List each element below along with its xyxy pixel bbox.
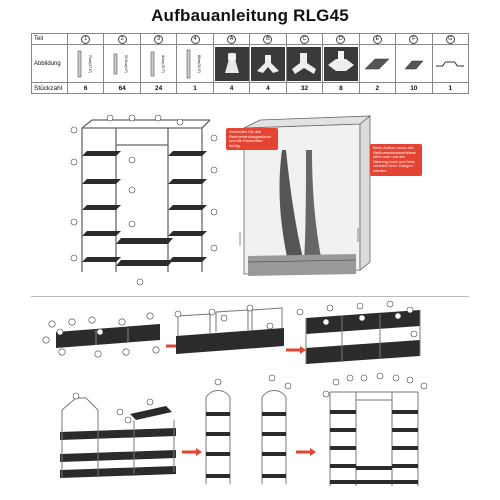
hook-strap-icon (436, 61, 465, 66)
section-divider (31, 296, 469, 297)
part-id: A (227, 34, 237, 44)
wardrobe-cover-diagram (239, 115, 372, 276)
assembly-steps (42, 300, 428, 486)
part-count: 64 (103, 82, 141, 94)
parts-table: Teil 1 2 3 4 A B C D E F G Abbildung 70c… (31, 33, 470, 94)
tube-dimension: 70cm(27.6") (88, 54, 92, 72)
part-id: B (263, 34, 273, 44)
tube-dimension: 85cm(33.5") (197, 54, 201, 72)
part-id: 4 (190, 34, 200, 44)
part-id: C (299, 34, 309, 44)
part-id: D (336, 34, 346, 44)
row-label-count: Stückzahl (31, 82, 68, 94)
small-shelf-board-icon (404, 60, 424, 69)
long-tube-icon: 70cm(27.6") (77, 50, 92, 77)
hanging-rod-icon: 85cm(33.5") (186, 49, 201, 78)
row-label-image: Abbildung (31, 44, 68, 83)
part-id: 1 (81, 34, 91, 44)
part-count: 10 (395, 82, 433, 94)
part-count: 32 (285, 82, 324, 94)
connector-c-icon (287, 46, 322, 81)
connector-b-icon (250, 46, 285, 81)
part-id: 2 (117, 34, 127, 44)
part-id: 3 (154, 34, 164, 44)
part-count: 1 (431, 82, 470, 94)
connector-d-icon (323, 46, 358, 81)
part-id: E (372, 34, 382, 44)
cover-instruction-note: Beim Aufbau muss alle Reißverschlussschl… (370, 144, 422, 176)
large-shelf-board-icon (364, 58, 390, 69)
part-id: G (445, 34, 455, 44)
medium-tube-icon: 30.5cm(12") (113, 53, 128, 74)
parts-count-row: Stückzahl 6 64 24 1 4 4 32 8 2 10 1 (31, 82, 470, 94)
parts-image-row: Abbildung 70cm(27.6") 30.5cm(12") 40cm(1… (31, 44, 470, 83)
short-tube-icon: 40cm(15.7") (150, 51, 165, 76)
tube-dimension: 40cm(15.7") (161, 54, 165, 72)
tube-dimension: 30.5cm(12") (124, 54, 128, 72)
frame-instruction-note: Verbinden Sie alle Rohrverbindungsstücke… (226, 128, 278, 151)
page-title: Aufbauanleitung RLG45 (151, 6, 349, 25)
part-id: F (409, 34, 419, 44)
part-count: 2 (358, 82, 397, 94)
connector-a-icon (214, 46, 249, 81)
